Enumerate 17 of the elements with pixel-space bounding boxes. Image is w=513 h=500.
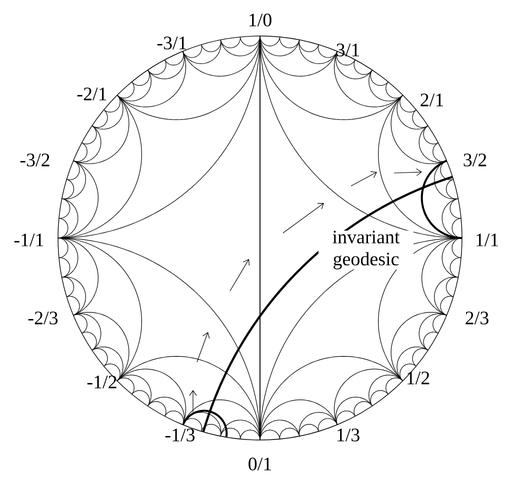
fraction-label: 1/2 [408, 372, 430, 384]
fraction-label: -1/1 [14, 234, 44, 246]
fraction-label: 3/2 [464, 154, 486, 166]
fraction-label: -3/2 [20, 154, 50, 166]
fraction-label: 1/3 [338, 428, 360, 442]
fraction-label: 3/1 [336, 44, 359, 56]
fraction-label: 2/1 [420, 94, 443, 106]
fraction-label: 0/1 [248, 458, 271, 470]
fraction-label: -2/1 [77, 88, 106, 100]
fraction-label: -2/3 [28, 312, 58, 324]
fraction-label: -1/3 [165, 428, 195, 442]
fraction-label: -1/2 [87, 376, 116, 388]
curve-label: invariant geodesic [318, 230, 414, 270]
fraction-label: 2/3 [466, 312, 488, 324]
fraction-label: -3/1 [157, 36, 186, 50]
fraction-label: 1/1 [476, 234, 498, 246]
fraction-label: 1/0 [250, 14, 272, 26]
